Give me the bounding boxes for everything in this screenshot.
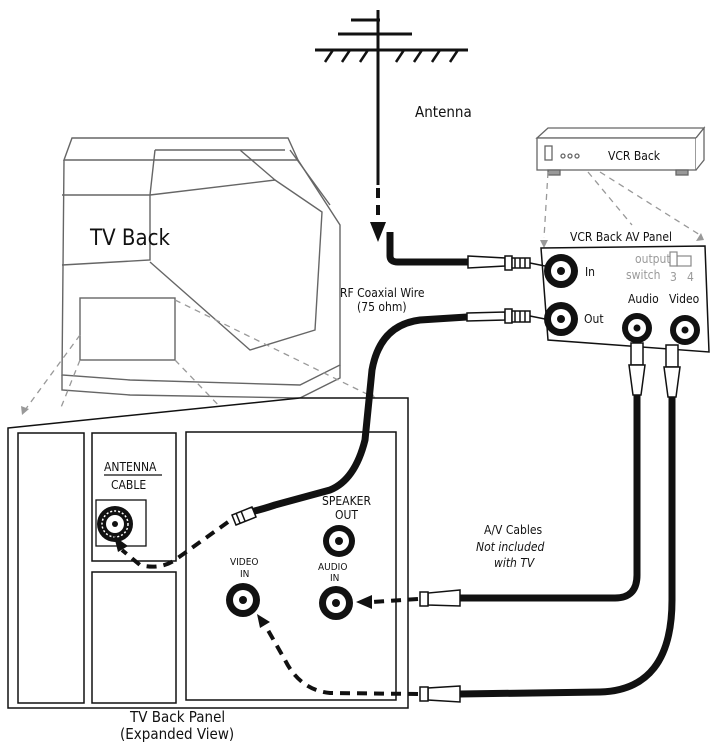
projection-arrow-icon <box>21 406 29 415</box>
speaker-out-label: OUT <box>335 508 358 522</box>
vcr-in-jack-icon <box>544 254 578 288</box>
vcr-projection-lines <box>543 171 701 239</box>
vcr-audio-jack-icon <box>622 313 652 343</box>
video-in-jack-icon <box>226 583 260 617</box>
rf-wire-label: RF Coaxial Wire <box>340 286 425 300</box>
vcr-av-panel-label: VCR Back AV Panel <box>570 230 672 244</box>
av-cables-note: with TV <box>494 556 536 570</box>
vcr-video-jack-icon <box>670 315 700 345</box>
video-dashed-lead <box>263 624 419 696</box>
output-switch-label: switch <box>626 268 660 282</box>
speaker-out-label: SPEAKER <box>322 494 371 508</box>
video-in-label: VIDEO <box>230 557 259 568</box>
audio-plug-icon <box>628 342 646 396</box>
rf-coax-wire <box>249 313 468 516</box>
projection-arrow-icon <box>540 240 548 248</box>
video-arrow-icon <box>257 614 270 628</box>
audio-in-jack-icon <box>319 586 353 620</box>
tv-panel-caption: (Expanded View) <box>120 725 234 742</box>
output-switch-channel-4: 4 <box>687 270 694 284</box>
vcr-in-label: In <box>585 265 595 279</box>
rf-connector-tv-icon <box>231 506 257 526</box>
video-cable <box>459 397 676 698</box>
vcr-video-label: Video <box>669 292 700 306</box>
rf-arrow-icon <box>114 536 128 552</box>
tv-projection-lines <box>24 299 376 413</box>
audio-arrow-icon <box>356 595 372 609</box>
output-switch-label: output <box>635 252 671 266</box>
rf-connector-out-icon <box>466 308 546 324</box>
antenna-cable-label: ANTENNA <box>104 460 157 474</box>
speaker-out-jack-icon <box>323 525 355 557</box>
vcr-av-panel <box>540 245 710 353</box>
tv-panel-caption: TV Back Panel <box>129 708 225 726</box>
vcr-back-drawing <box>535 126 706 176</box>
output-switch-channel-3: 3 <box>670 270 677 284</box>
audio-in-label: AUDIO <box>318 562 347 573</box>
video-plug-icon <box>663 344 681 398</box>
video-end-plug-icon <box>419 685 461 703</box>
rf-connector-in-icon <box>467 255 546 271</box>
antenna-label: Antenna <box>415 103 472 121</box>
vcr-out-label: Out <box>584 312 604 326</box>
video-in-label: IN <box>240 569 249 580</box>
av-cables-label: A/V Cables <box>484 523 542 537</box>
antenna-icon <box>315 10 468 185</box>
audio-end-plug-icon <box>419 589 461 607</box>
projection-arrow-icon <box>696 233 704 241</box>
antenna-cable <box>386 232 468 266</box>
audio-dashed-lead <box>371 597 419 604</box>
output-switch-icon <box>669 251 692 267</box>
av-cables-note: Not included <box>476 540 544 554</box>
antenna-cable-label: CABLE <box>111 478 146 492</box>
audio-in-label: IN <box>330 573 339 584</box>
antenna-arrow-icon <box>370 222 386 242</box>
rf-wire-label: (75 ohm) <box>357 300 407 314</box>
audio-cable <box>460 395 641 602</box>
vcr-audio-label: Audio <box>628 292 659 306</box>
tv-back-label: TV Back <box>89 226 170 251</box>
vcr-back-label: VCR Back <box>608 149 661 163</box>
tv-back-drawing <box>61 137 341 399</box>
vcr-out-jack-icon <box>544 302 578 336</box>
